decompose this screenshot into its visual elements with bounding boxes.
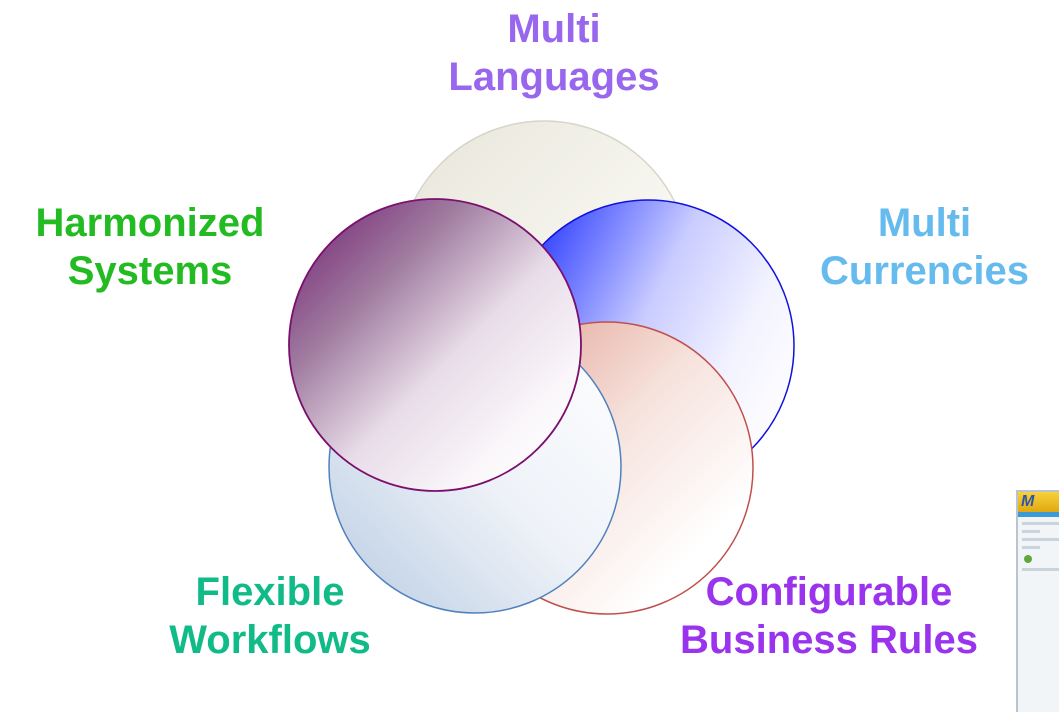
label-line: Configurable xyxy=(705,570,953,614)
app-screenshot-thumbnail: M xyxy=(1016,490,1059,712)
label-line: Languages xyxy=(448,55,660,99)
label-harmonized-systems: Harmonized Systems xyxy=(0,199,300,295)
label-flexible-workflows: Flexible Workflows xyxy=(120,568,420,664)
label-line: Multi xyxy=(507,7,601,51)
thumbnail-text-line xyxy=(1022,538,1059,541)
thumbnail-text-line xyxy=(1022,522,1059,525)
thumbnail-text-line xyxy=(1022,546,1040,549)
label-line: Flexible xyxy=(195,570,345,614)
thumbnail-status-icon xyxy=(1024,555,1032,563)
thumbnail-logo: M xyxy=(1021,493,1035,510)
thumbnail-text-line xyxy=(1022,530,1040,533)
harmonized-circle xyxy=(288,198,582,492)
label-multi-currencies: Multi Currencies xyxy=(790,199,1059,295)
label-line: Business Rules xyxy=(680,618,978,662)
thumbnail-header: M xyxy=(1018,492,1059,512)
label-configurable-business-rules: Configurable Business Rules xyxy=(655,568,1003,664)
thumbnail-nav-bar xyxy=(1018,512,1059,517)
thumbnail-text-line xyxy=(1022,568,1059,571)
label-multi-languages: Multi Languages xyxy=(404,5,704,101)
label-line: Multi xyxy=(877,201,972,245)
label-line: Workflows xyxy=(169,618,371,662)
label-line: Harmonized xyxy=(35,201,265,245)
label-line: Systems xyxy=(67,249,233,293)
label-line: Currencies xyxy=(820,249,1029,293)
